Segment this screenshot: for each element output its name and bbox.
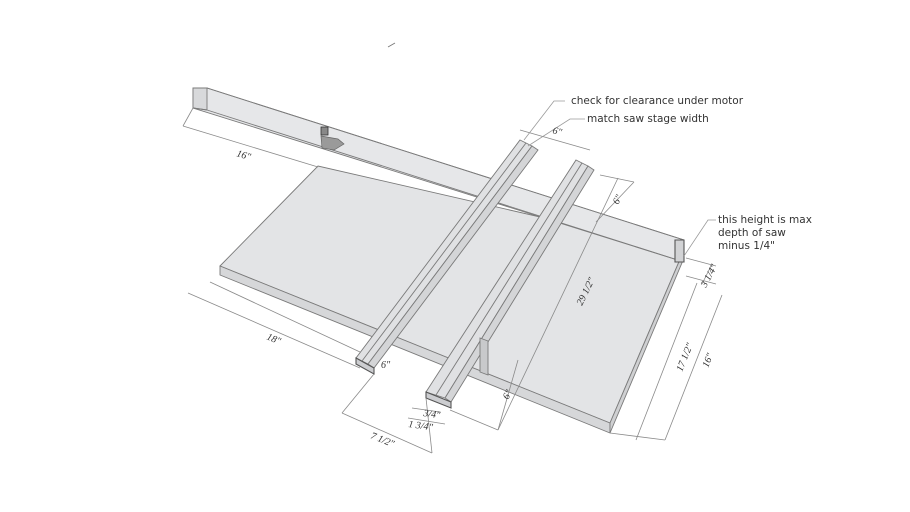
axis-marker bbox=[387, 42, 396, 48]
dim-right-depth: 16" bbox=[701, 351, 717, 369]
dim-fence-length: 16" bbox=[235, 148, 253, 163]
dim-left-rail-label: 6" bbox=[381, 360, 391, 371]
note-clearance: check for clearance under motor bbox=[571, 95, 744, 107]
note-stage-width: match saw stage width bbox=[587, 113, 709, 125]
base-plate[interactable] bbox=[219, 165, 685, 434]
clamp-bracket[interactable] bbox=[320, 126, 345, 151]
dim-rail-spacing-top: 6" bbox=[551, 125, 564, 138]
left-rail[interactable] bbox=[355, 139, 539, 375]
dim-fence-height: 3 1/4" bbox=[698, 262, 720, 290]
dim-rail-offset-bottom: 7 1/2" bbox=[369, 431, 397, 451]
dim-groove-width: 3/4" bbox=[422, 408, 442, 422]
support-block bbox=[479, 337, 489, 376]
dimension-lines bbox=[182, 107, 723, 454]
leader-lines bbox=[523, 100, 716, 257]
note-height: this height is max depth of saw minus 1/… bbox=[718, 214, 812, 252]
dim-base-width: 18" bbox=[265, 332, 283, 348]
dim-rail-width: 1 3/4" bbox=[408, 419, 435, 433]
